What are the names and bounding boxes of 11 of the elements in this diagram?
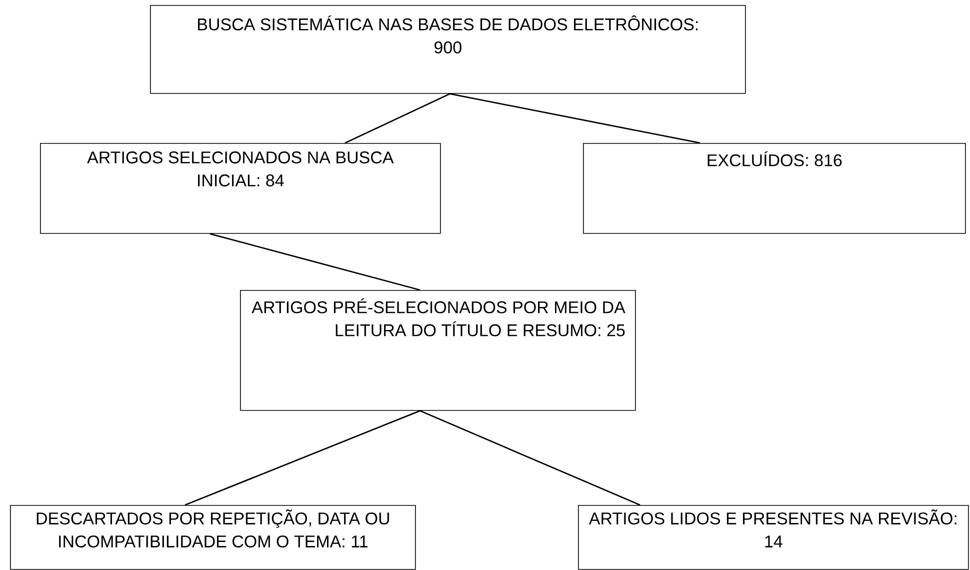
- process-box: ARTIGOS LIDOS E PRESENTES NA REVISÃO: 14: [578, 505, 969, 570]
- process-box: DESCARTADOS POR REPETIÇÃO, DATA OU INCOMPATIBILIDADE COM O TEMA: 11: [10, 505, 416, 570]
- process-box: ARTIGOS PRÉ-SELECIONADOS POR MEIO DA LEITURA DO TÍTULO E RESUMO: 25: [240, 290, 636, 411]
- connector-line: [344, 93, 450, 144]
- connector-line: [450, 93, 700, 144]
- connector-line: [210, 233, 420, 291]
- process-box: BUSCA SISTEMÁTICA NAS BASES DE DADOS ELETRÔNICOS: 900: [150, 5, 746, 94]
- process-box: EXCLUÍDOS: 816: [583, 143, 966, 234]
- connector-line: [184, 410, 420, 506]
- connector-line: [420, 410, 640, 506]
- process-box: ARTIGOS SELECIONADOS NA BUSCA INICIAL: 84: [40, 143, 441, 234]
